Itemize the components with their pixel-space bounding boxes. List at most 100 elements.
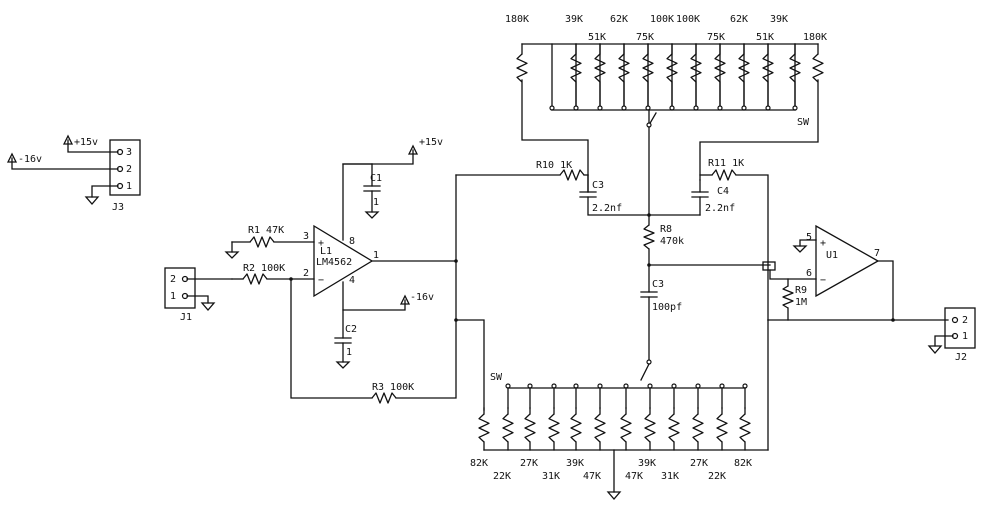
bottom-label-27k: 27K	[520, 458, 538, 469]
resistor-r10	[559, 169, 585, 181]
j2-pin-1: 1	[962, 331, 968, 342]
input-stage: R1 47K R2 100K + − L1 LM4562 3 2 1 8 4 +…	[224, 137, 457, 404]
connector-j3: 3 2 1 J3 +15v -16v	[6, 134, 141, 213]
top-switch-label: SW	[797, 117, 810, 128]
bottom-resistor-6	[594, 413, 606, 443]
opamp-l1	[313, 224, 374, 298]
j3-ref: J3	[112, 202, 124, 213]
top-resistor-11	[789, 53, 801, 83]
l1-pin-out: 1	[373, 250, 379, 261]
r10-label: R10 1K	[536, 160, 572, 171]
j3-pin-1: 1	[126, 181, 132, 192]
top-label-75k-b: 75K	[707, 32, 725, 43]
signal-bus	[454, 174, 561, 411]
opamp-u1-ref: U1	[826, 250, 838, 261]
u1-ground-icon	[792, 245, 808, 253]
l1-neg-supply-label: -16v	[410, 292, 434, 303]
top-label-51k: 51K	[588, 32, 606, 43]
bottom-resistor-2	[502, 413, 514, 443]
u1-plus-sign: +	[820, 238, 826, 249]
top-resistor-1	[516, 53, 528, 83]
connector-j2	[944, 307, 976, 349]
bottom-label-27k-b: 27K	[690, 458, 708, 469]
j1-pin-1: 1	[170, 291, 176, 302]
r9-label: R9	[795, 285, 807, 296]
bottom-resistor-12	[739, 413, 751, 443]
top-label-51k-b: 51K	[756, 32, 774, 43]
bottom-label-82k: 82K	[470, 458, 488, 469]
j3-ground-icon	[84, 196, 100, 205]
j3-pin-3: 3	[126, 147, 132, 158]
j1-ref: J1	[180, 312, 192, 323]
bottom-resistor-3	[524, 413, 536, 443]
u1-pin-out: 7	[874, 248, 880, 259]
c1-ground-icon	[364, 211, 380, 219]
bottom-label-22k: 22K	[493, 471, 511, 482]
j1-ground-icon	[200, 302, 216, 311]
bottom-resistor-10	[692, 413, 704, 443]
top-resistor-3	[594, 53, 606, 83]
top-resistor-5	[642, 53, 654, 83]
top-resistor-10	[762, 53, 774, 83]
top-label-180k-b: 180K	[803, 32, 827, 43]
bottom-resistor-5	[570, 413, 582, 443]
bottom-switch-label: SW	[490, 372, 503, 383]
resistor-r8	[643, 224, 655, 250]
c4-value: 2.2nf	[705, 203, 735, 214]
top-label-180k: 180K	[505, 14, 529, 25]
top-label-62k: 62K	[610, 14, 628, 25]
bottom-label-82k-b: 82K	[734, 458, 752, 469]
top-resistor-8	[714, 53, 726, 83]
connector-j1: 2 1 J1	[164, 267, 233, 323]
top-resistor-6	[666, 53, 678, 83]
c3a-label: C3	[592, 180, 604, 191]
c3a-value: 2.2nf	[592, 203, 622, 214]
bottom-resistor-4	[548, 413, 560, 443]
r11-label: R11 1K	[708, 158, 744, 169]
top-resistor-bank: 180K 39K 62K 100K 100K 62K 39K 51K 75K 7…	[505, 14, 827, 216]
top-resistor-9	[738, 53, 750, 83]
bottom-ground-icon	[606, 491, 622, 500]
r3-label: R3 100K	[372, 382, 414, 393]
bottom-label-31k: 31K	[542, 471, 560, 482]
c1-label: C1	[370, 173, 382, 184]
resistor-r2	[242, 273, 268, 285]
bottom-label-47k: 47K	[583, 471, 601, 482]
c3b-value: 100pf	[652, 302, 682, 313]
mid-network: R10 1K C3 2.2nf R8 470k C3 100pf R11 1K	[536, 158, 771, 361]
l1-pin-plus: 3	[303, 231, 309, 242]
top-label-100k-b: 100K	[676, 14, 700, 25]
bottom-resistor-1	[478, 413, 490, 443]
r1-label: R1 47K	[248, 225, 284, 236]
c2-pin: 1	[346, 347, 352, 358]
l1-pin-vneg: 4	[349, 275, 355, 286]
r1-ground-icon	[224, 251, 240, 259]
top-label-62k-b: 62K	[730, 14, 748, 25]
l1-pos-supply-label: +15v	[419, 137, 443, 148]
bottom-resistor-8	[644, 413, 656, 443]
j2-ground-icon	[927, 345, 943, 354]
bottom-label-47k-b: 47K	[625, 471, 643, 482]
opamp-u1	[815, 224, 880, 298]
bottom-resistor-bank: SW 82K 27K 39K 39K 27K 82K 22K 31K 47K 4…	[470, 319, 769, 500]
bottom-switch-wiper	[640, 363, 650, 381]
bottom-resistor-11	[716, 413, 728, 443]
bottom-label-39k: 39K	[566, 458, 584, 469]
r8-label: R8	[660, 224, 672, 235]
top-resistor-4	[618, 53, 630, 83]
resistor-r9	[782, 285, 794, 309]
l1-plus-sign: +	[318, 238, 324, 249]
bottom-label-22k-b: 22K	[708, 471, 726, 482]
u1-pin-minus: 6	[806, 268, 812, 279]
top-label-100k-a: 100K	[650, 14, 674, 25]
r8-value: 470k	[660, 236, 684, 247]
output-stage: + − U1 5 6 7 R9 1M 2 1 J2	[762, 224, 976, 363]
bottom-resistor-7	[620, 413, 632, 443]
top-resistor-2	[570, 53, 582, 83]
top-label-75k: 75K	[636, 32, 654, 43]
top-resistor-7	[690, 53, 702, 83]
top-resistor-12	[812, 53, 824, 83]
u1-pin-plus: 5	[806, 232, 812, 243]
bottom-label-39k-b: 39K	[638, 458, 656, 469]
